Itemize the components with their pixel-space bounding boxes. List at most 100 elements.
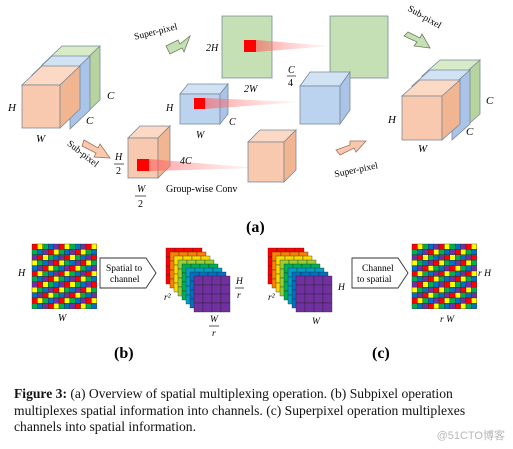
channel-layer-cell	[211, 293, 222, 304]
checker-cell	[48, 287, 54, 293]
checker-cell	[433, 297, 440, 304]
checker-cell	[417, 292, 423, 299]
checker-cell	[428, 297, 434, 304]
panel-c-label: (c)	[372, 345, 390, 362]
checker-cell	[58, 249, 65, 255]
channel-layer-cell	[202, 293, 213, 304]
channel-layer-cell	[304, 275, 315, 286]
checker-cell	[471, 260, 477, 266]
checker-cell	[69, 303, 76, 309]
checker-cell	[48, 281, 54, 288]
checker-cell	[75, 249, 81, 255]
checker-cell	[48, 292, 54, 299]
checker-cell	[75, 270, 81, 277]
left-cube-h-label: H	[7, 102, 17, 114]
checker-cell	[31, 254, 38, 261]
checker-cell	[91, 254, 97, 261]
checker-cell	[58, 265, 65, 272]
checker-cell	[460, 303, 467, 309]
panel-c-h-label: H	[337, 283, 346, 293]
checker-cell	[75, 265, 81, 272]
svg-text:Super-pixel: Super-pixel	[133, 22, 179, 42]
checker-cell	[433, 243, 440, 250]
checker-cell	[69, 270, 76, 277]
checker-cell	[438, 254, 445, 261]
checker-cell	[444, 281, 450, 288]
checker-cell	[460, 281, 467, 288]
channel-layer-cell	[313, 302, 324, 313]
checker-cell	[31, 297, 38, 304]
checker-cell	[91, 243, 97, 250]
checker-cell	[438, 249, 445, 255]
channel-layer-cell	[202, 302, 213, 313]
bottom-cube-w-num: W	[137, 184, 147, 195]
checker-cell	[42, 254, 49, 261]
right-cube-c-label-back: C	[486, 95, 494, 107]
svg-text:channel: channel	[110, 275, 140, 285]
panel-b-w-den: r	[212, 329, 216, 339]
checker-cell	[460, 254, 467, 261]
checker-cell	[433, 276, 440, 282]
checker-cell	[465, 270, 472, 277]
checker-cell	[58, 243, 65, 250]
checker-cell	[31, 287, 38, 293]
checker-cell	[64, 281, 70, 288]
checker-cell	[455, 270, 461, 277]
channel-layer-cell	[202, 275, 213, 286]
channel-layer-cell	[193, 302, 204, 313]
checker-cell	[37, 303, 43, 309]
right-cube-w-label: W	[418, 143, 428, 155]
checker-cell	[465, 281, 472, 288]
checker-cell	[53, 292, 60, 299]
checker-cell	[64, 243, 70, 250]
checker-cell	[422, 287, 429, 293]
checker-cell	[433, 254, 440, 261]
checker-cell	[31, 276, 38, 282]
channel-layer-cell	[193, 293, 204, 304]
checker-cell	[422, 297, 429, 304]
checker-cell	[48, 276, 54, 282]
checker-cell	[37, 292, 43, 299]
checker-cell	[449, 249, 456, 255]
checker-cell	[31, 249, 38, 255]
checker-cell	[31, 281, 38, 288]
checker-cell	[455, 254, 461, 261]
checker-cell	[69, 287, 76, 293]
checker-cell	[455, 292, 461, 299]
checker-cell	[85, 243, 92, 250]
checker-cell	[85, 303, 92, 309]
checker-cell	[465, 260, 472, 266]
bottom-beam	[149, 159, 258, 171]
middle-beam	[205, 98, 300, 109]
middle-red-pixel	[194, 98, 205, 109]
checker-cell	[460, 243, 467, 250]
checker-cell	[449, 297, 456, 304]
bottom-red-pixel	[137, 159, 149, 171]
checker-cell	[53, 265, 60, 272]
checker-cell	[433, 287, 440, 293]
checker-cell	[428, 254, 434, 261]
checker-cell	[85, 276, 92, 282]
checker-cell	[91, 270, 97, 277]
checker-cell	[428, 287, 434, 293]
checker-cell	[411, 243, 418, 250]
checker-cell	[80, 303, 87, 309]
panel-c-channel-stack	[267, 247, 333, 313]
checker-cell	[42, 292, 49, 299]
checker-cell	[438, 276, 445, 282]
caption-text: (a) Overview of spatial multiplexing ope…	[14, 386, 466, 434]
channel-layer-cell	[211, 302, 222, 313]
checker-cell	[85, 287, 92, 293]
checker-cell	[444, 254, 450, 261]
checker-cell	[471, 254, 477, 261]
channel-layer-cell	[295, 284, 306, 295]
caption-lead: Figure 3:	[14, 386, 67, 401]
checker-cell	[444, 270, 450, 277]
checker-cell	[428, 260, 434, 266]
checker-cell	[444, 243, 450, 250]
checker-cell	[411, 303, 418, 309]
checker-cell	[449, 292, 456, 299]
arrow-sub-pixel-top: Sub-pixel	[403, 4, 443, 49]
checker-cell	[449, 254, 456, 261]
checker-cell	[449, 265, 456, 272]
